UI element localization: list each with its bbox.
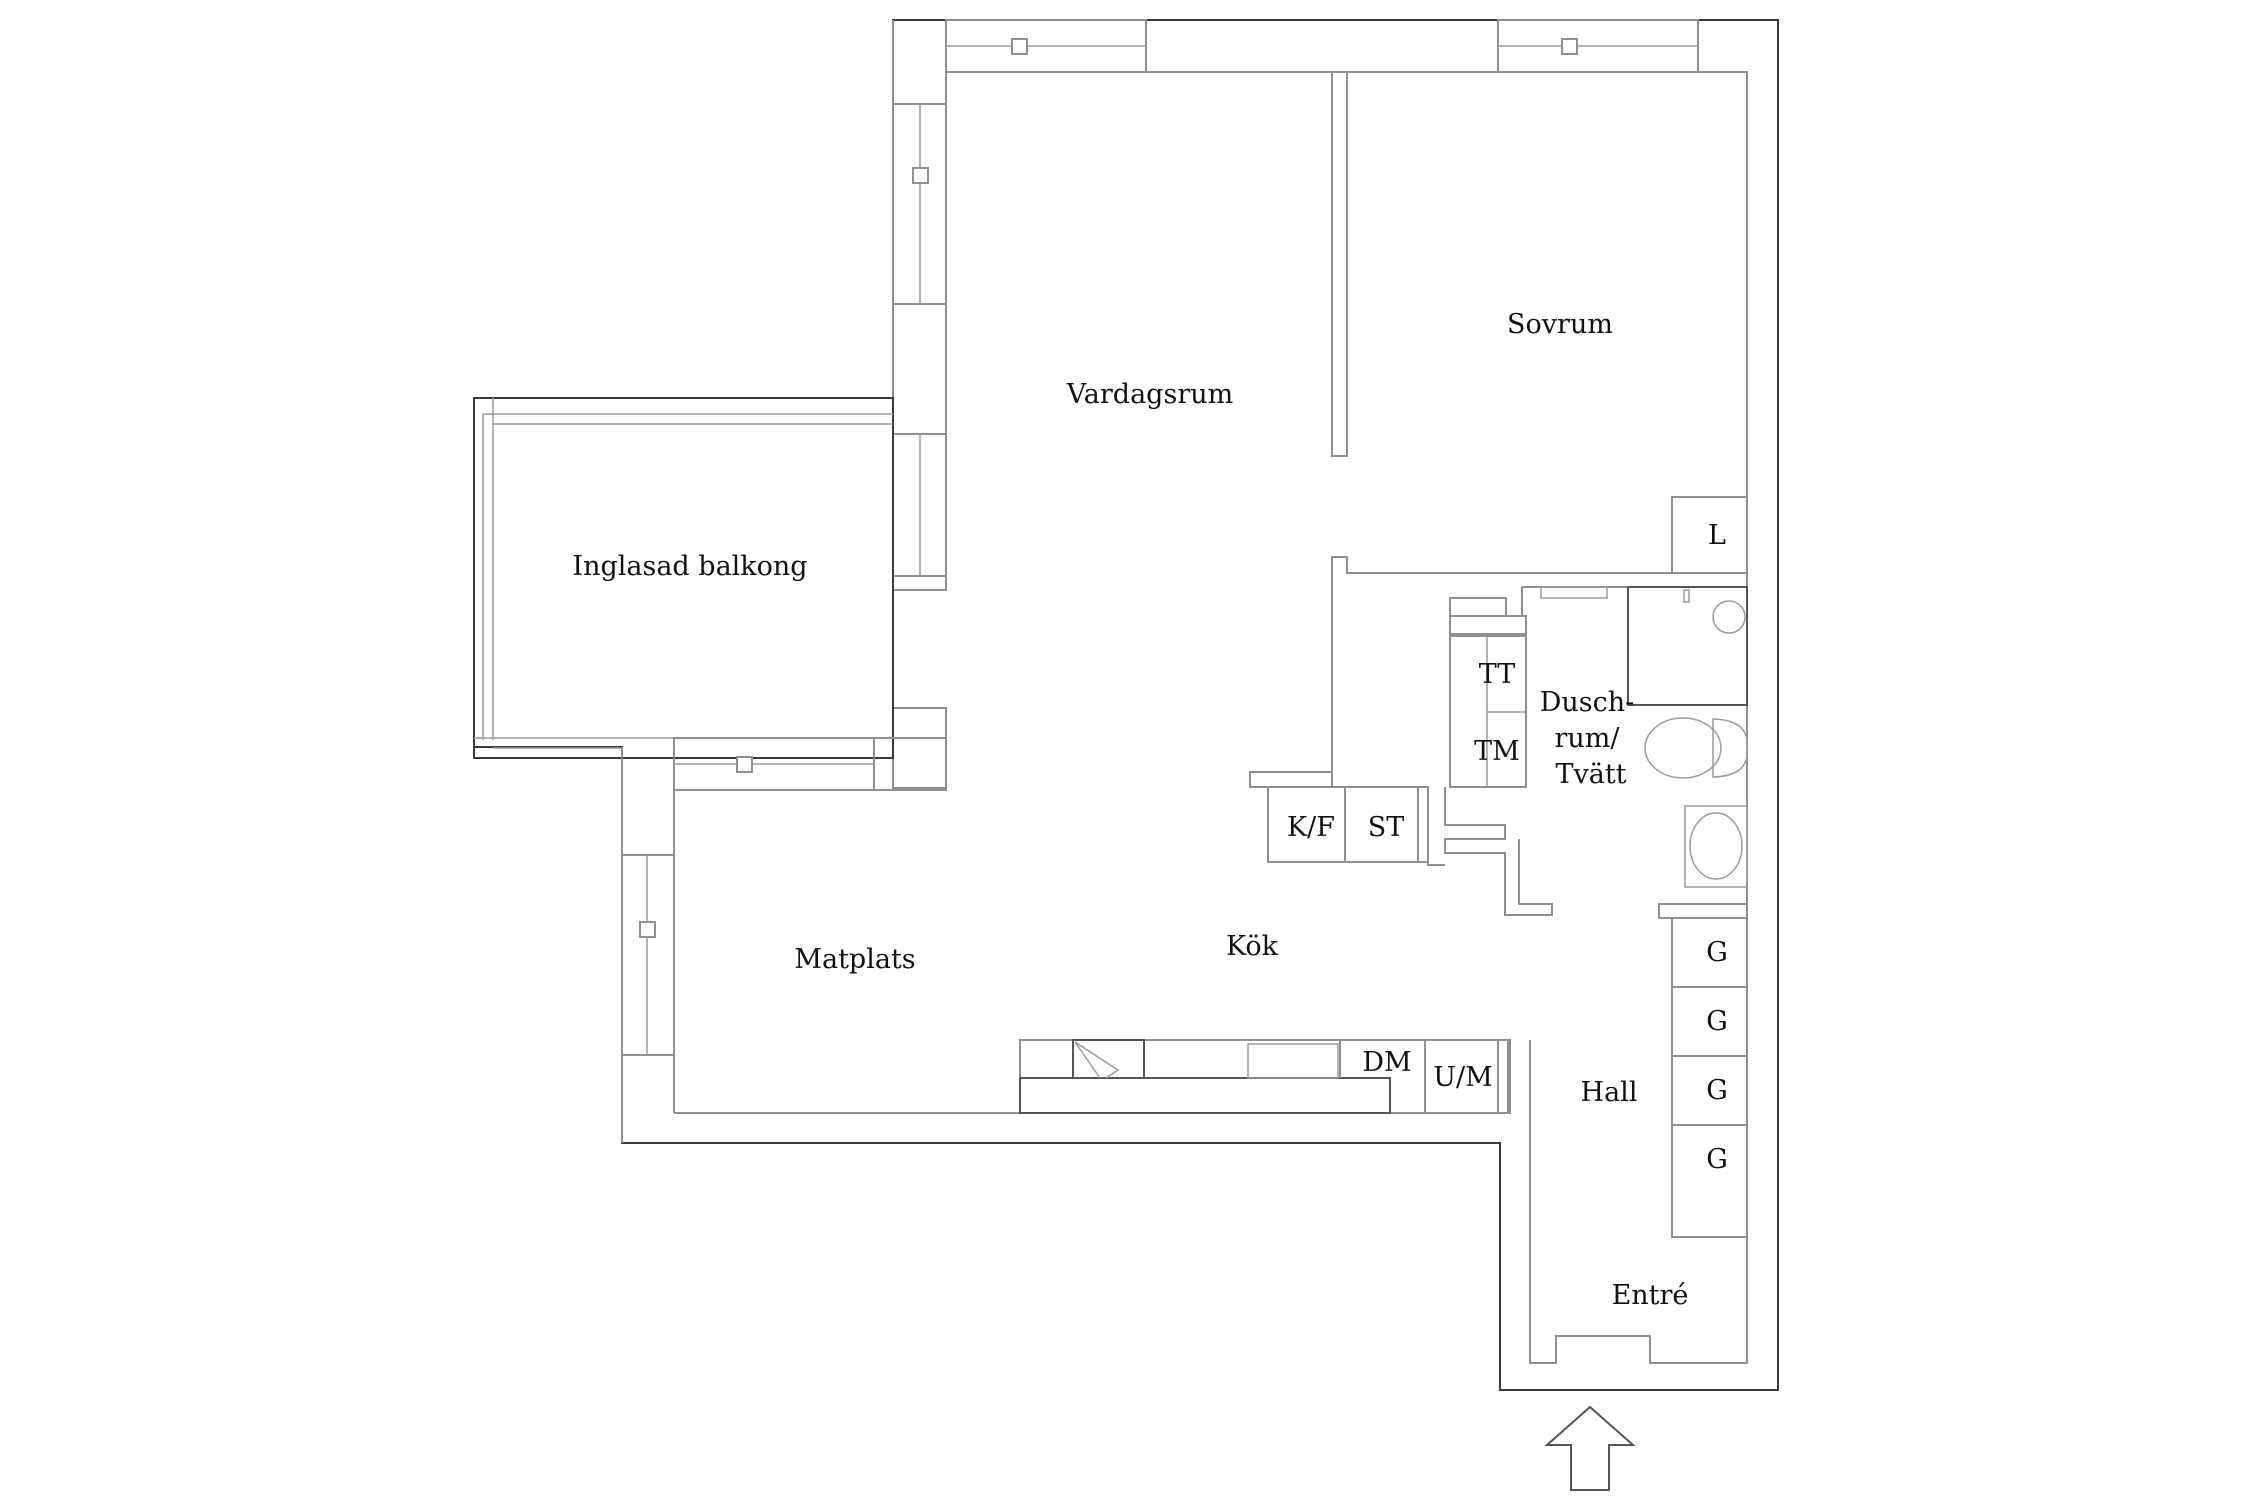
entrance-arrow-icon [1544,1405,1636,1491]
kitchen-counter [1019,1039,1511,1114]
room-label-hall: Hall [1580,1077,1638,1108]
top-windows [945,19,1699,73]
room-label-duschrum-line1: Dusch- [1539,687,1635,718]
kitchen-partition [1249,771,1445,866]
fixture-label-fridge-freezer: K/F [1286,812,1336,843]
fixture-label-wardrobe: G [1706,1006,1728,1037]
fixture-label-wardrobe: G [1706,937,1728,968]
fixture-label-oven-microwave: U/M [1433,1062,1493,1093]
fixture-label-wardrobe: G [1706,1144,1728,1175]
room-label-entre: Entré [1611,1280,1689,1311]
dining-walls [621,737,1020,1143]
room-label-kok: Kök [1225,931,1279,962]
room-label-vardagsrum: Vardagsrum [1066,379,1234,410]
room-label-duschrum-line3: Tvätt [1555,759,1627,790]
bathroom-walls [1444,586,1748,919]
room-label-duschrum-line2: rum/ [1554,723,1620,754]
fixture-label-tumble-dryer: TT [1478,659,1516,690]
room-label-inglasad-balkong: Inglasad balkong [572,551,808,582]
fixture-label-linen-closet: L [1708,520,1726,551]
fixture-label-dishwasher: DM [1362,1047,1412,1078]
fixture-label-washing-machine: TM [1474,736,1520,767]
bedroom-partition [1331,71,1748,790]
room-label-matplats: Matplats [794,944,916,975]
room-label-sovrum: Sovrum [1507,309,1613,340]
living-left-wall [892,20,947,789]
hall-wardrobes [1671,917,1748,1238]
fixture-label-wardrobe: G [1706,1075,1728,1106]
fixture-label-storage: ST [1367,812,1405,843]
